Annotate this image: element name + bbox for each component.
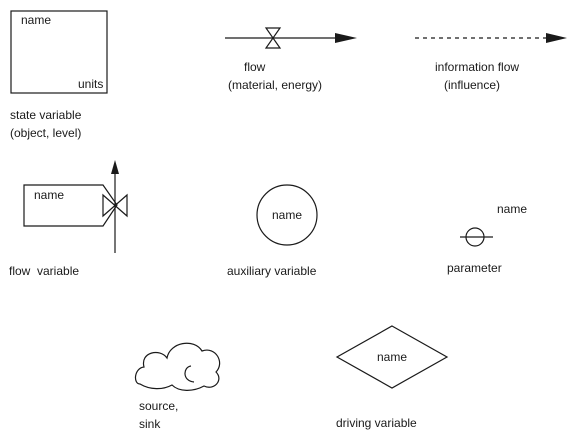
state-variable-units: units bbox=[78, 77, 103, 91]
state-variable-symbol: name units bbox=[10, 10, 108, 94]
parameter-name: name bbox=[497, 202, 527, 216]
driving-variable-diamond bbox=[335, 325, 449, 389]
driving-variable-symbol: name bbox=[335, 325, 449, 389]
parameter-symbol: name bbox=[460, 202, 527, 247]
source-sink-label: source, bbox=[139, 399, 178, 413]
cloud-icon bbox=[134, 342, 221, 391]
information-flow-label: information flow bbox=[435, 60, 519, 74]
flow-arrow-head bbox=[335, 33, 357, 43]
flow-label: flow bbox=[244, 60, 266, 74]
cloud-inner-curve bbox=[184, 365, 195, 383]
flow-sublabel: (material, energy) bbox=[228, 78, 322, 92]
driving-variable-name: name bbox=[377, 350, 407, 364]
auxiliary-variable-label: auxiliary variable bbox=[227, 264, 317, 278]
driving-variable-label: driving variable bbox=[336, 416, 417, 430]
auxiliary-variable-circle bbox=[256, 184, 318, 246]
source-sink-sublabel: sink bbox=[139, 417, 161, 431]
flow-variable-label: flow variable bbox=[9, 264, 79, 278]
auxiliary-variable-symbol: name bbox=[256, 184, 318, 246]
flow-variable-box bbox=[23, 184, 118, 227]
information-flow-symbol bbox=[415, 33, 567, 43]
state-variable-box bbox=[10, 10, 108, 94]
state-variable-label: state variable bbox=[10, 108, 82, 122]
information-flow-arrow-head bbox=[546, 33, 567, 43]
flow-valve-icon bbox=[264, 27, 282, 49]
flow-variable-valve-icon bbox=[102, 193, 128, 218]
parameter-label: parameter bbox=[447, 261, 502, 275]
flow-arrow-symbol bbox=[225, 27, 357, 49]
flow-variable-name: name bbox=[34, 188, 64, 202]
information-flow-sublabel: (influence) bbox=[444, 78, 500, 92]
flow-variable-arrow-head bbox=[111, 160, 119, 174]
source-sink-symbol bbox=[134, 342, 221, 391]
auxiliary-variable-name: name bbox=[272, 208, 302, 222]
state-variable-sublabel: (object, level) bbox=[10, 126, 81, 140]
flow-variable-symbol: name bbox=[23, 160, 128, 253]
state-variable-name: name bbox=[21, 13, 51, 27]
